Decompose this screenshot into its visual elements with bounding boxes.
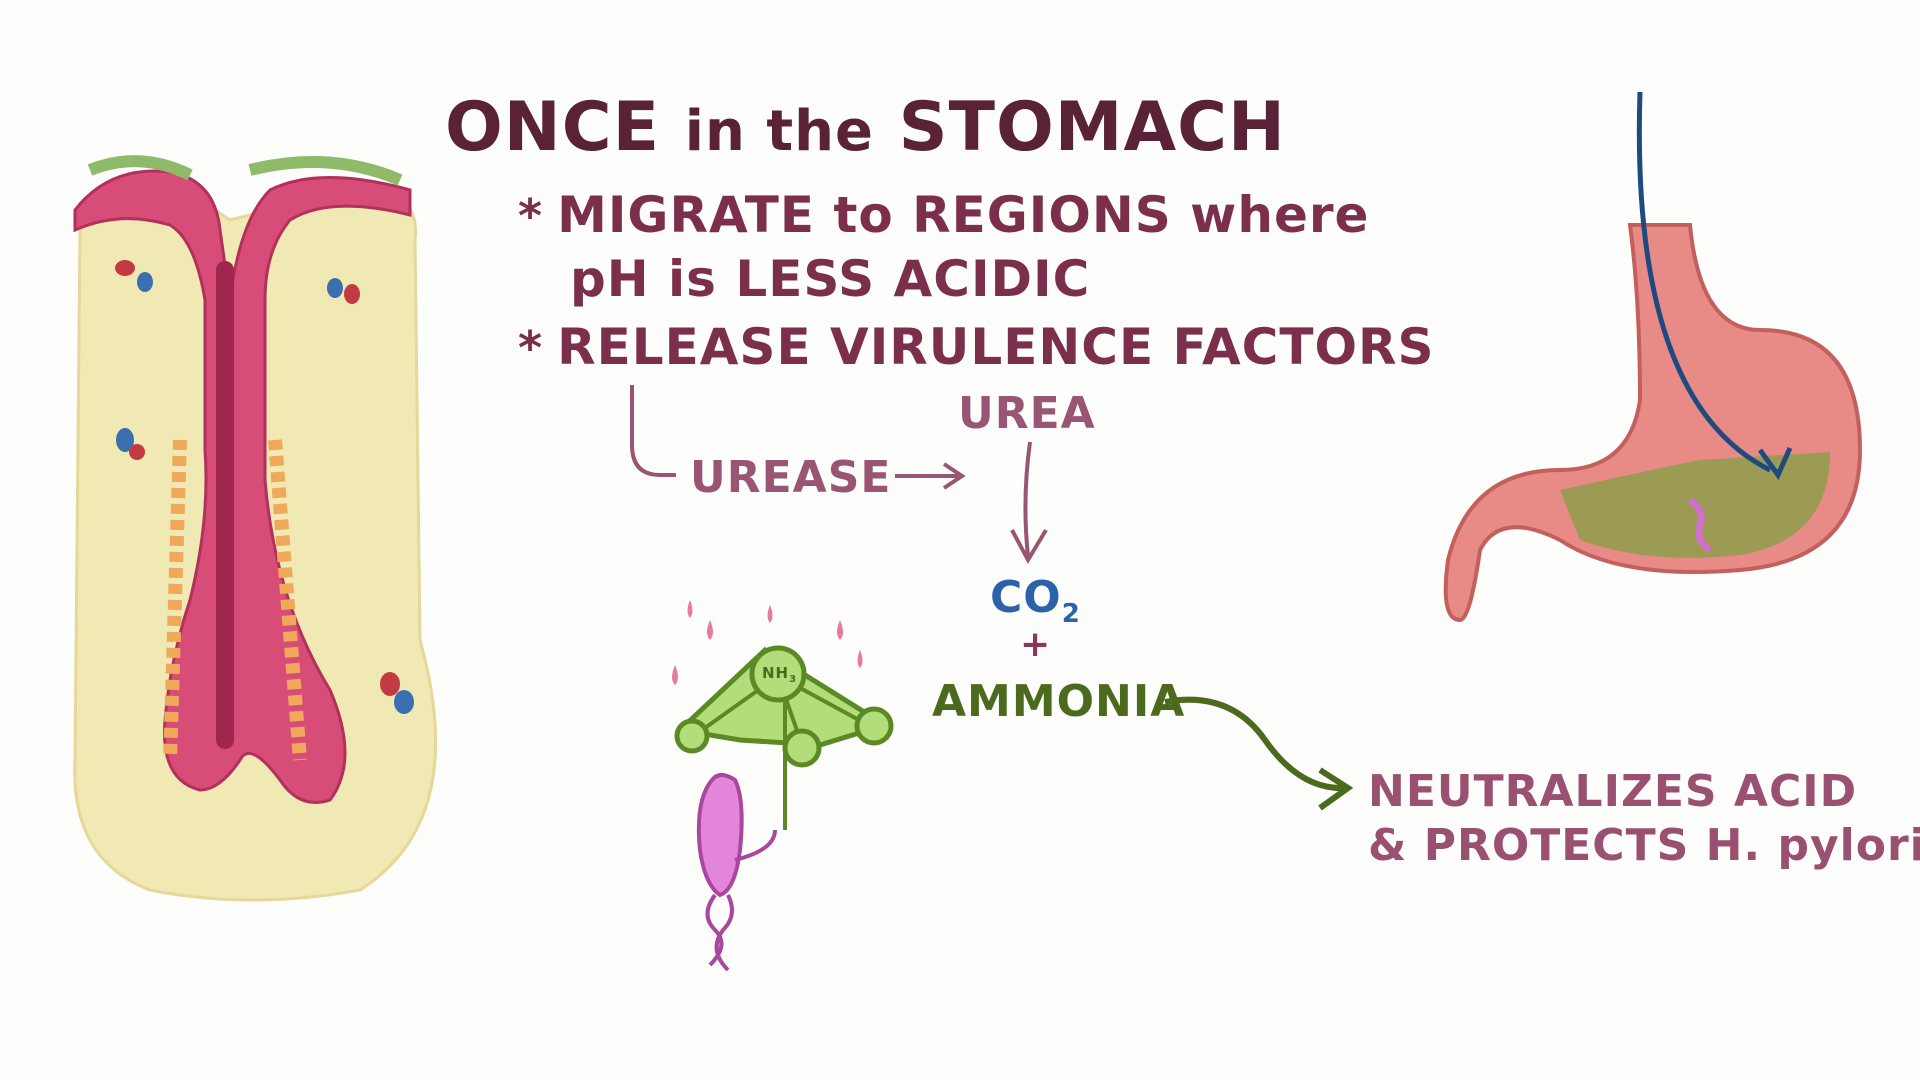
urea-down-arrow bbox=[1012, 442, 1046, 560]
gastric-pit-illustration bbox=[75, 161, 436, 900]
nh3-main: NH bbox=[762, 664, 789, 682]
plus-sign: + bbox=[1020, 624, 1051, 665]
co2-label: CO2 bbox=[990, 572, 1081, 629]
bullet-1-line-2: pH is LESS ACIDIC bbox=[570, 250, 1090, 308]
urease-label: UREASE bbox=[690, 452, 891, 503]
result-line-2: & PROTECTS H. pylori bbox=[1368, 820, 1920, 871]
page-title: ONCE in the STOMACH bbox=[445, 88, 1286, 167]
co2-main: CO bbox=[990, 572, 1062, 623]
co2-sub: 2 bbox=[1062, 599, 1081, 629]
asterisk-icon: * bbox=[518, 189, 543, 243]
ammonia-umbrella-illustration bbox=[672, 600, 891, 970]
bullet-2-text: RELEASE VIRULENCE FACTORS bbox=[557, 318, 1434, 376]
title-stomach: STOMACH bbox=[899, 88, 1286, 167]
bullet-1-line-1: * MIGRATE to REGIONS where bbox=[518, 186, 1369, 244]
bracket-arrow bbox=[632, 385, 676, 475]
title-in-the: in the bbox=[685, 99, 874, 164]
urease-arrow bbox=[895, 464, 962, 488]
asterisk-icon: * bbox=[518, 321, 543, 375]
ammonia-label: AMMONIA bbox=[932, 676, 1185, 727]
bullet-1-text: MIGRATE to REGIONS where bbox=[557, 186, 1369, 244]
nh3-label: NH3 bbox=[762, 664, 797, 685]
stomach-illustration bbox=[1446, 92, 1860, 620]
title-once: ONCE bbox=[445, 88, 660, 167]
bullet-2: * RELEASE VIRULENCE FACTORS bbox=[518, 318, 1434, 376]
nh3-sub: 3 bbox=[789, 674, 797, 685]
urea-label: UREA bbox=[958, 388, 1096, 439]
ammonia-arrow bbox=[1165, 700, 1348, 808]
result-line-1: NEUTRALIZES ACID bbox=[1368, 766, 1857, 817]
